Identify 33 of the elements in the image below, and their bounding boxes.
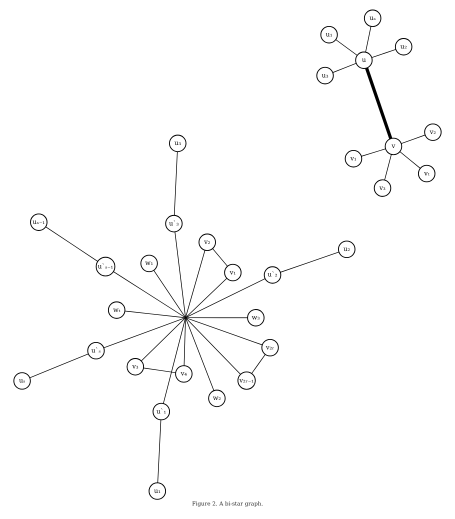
connector [335,39,358,56]
connector [157,420,162,484]
connector [365,68,392,139]
connector [186,318,241,375]
connector [400,151,420,169]
connector [186,317,248,318]
connector [280,252,340,273]
node-circle [184,316,187,319]
connector [332,62,357,73]
connector [174,151,178,216]
connector [154,270,186,318]
connector [186,278,266,318]
connector [143,368,176,374]
connector [186,278,228,318]
connector [384,154,392,180]
connector [365,26,372,52]
connector [113,271,185,318]
connector [186,318,214,391]
connector [251,354,266,374]
connector [184,318,186,366]
connector [186,318,263,346]
connector [45,226,98,262]
connector [124,310,185,318]
connector [163,318,186,404]
connector [103,318,185,348]
connector [185,250,206,318]
connector [400,134,426,144]
connector [29,354,89,378]
connector [212,248,228,266]
connector [361,148,386,157]
connector [371,49,396,58]
connector [140,318,186,362]
connector [174,232,186,317]
